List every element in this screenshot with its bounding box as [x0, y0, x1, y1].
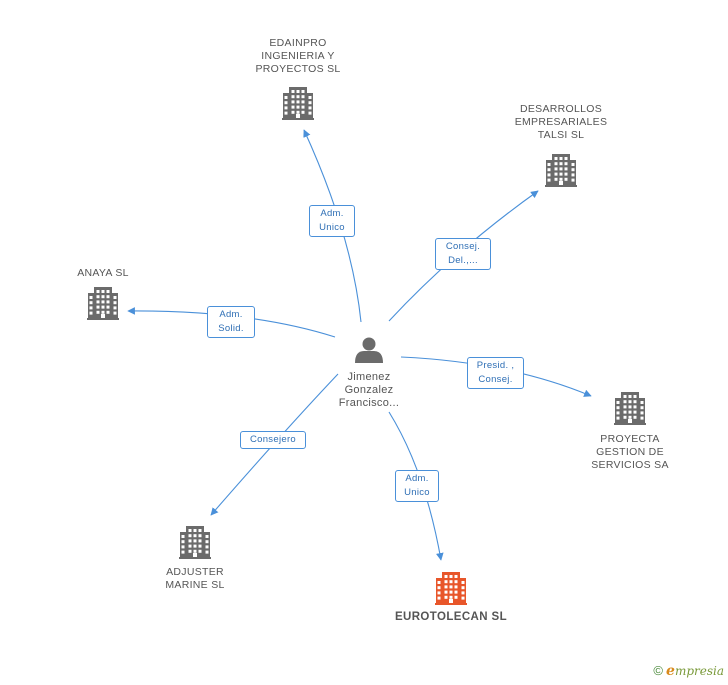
- company-label-line: EDAINPRO: [269, 37, 327, 49]
- relation-edges: [127, 129, 592, 561]
- footer-brand[interactable]: ©empresia: [653, 663, 724, 679]
- relation-label-proyecta[interactable]: Presid. , Consej.: [467, 357, 524, 389]
- company-label-line: SERVICIOS SA: [591, 459, 669, 471]
- company-label-line: ADJUSTER: [166, 566, 224, 578]
- relation-label-line: Unico: [319, 222, 345, 233]
- relation-label-eurotolecan[interactable]: Adm. Unico: [395, 470, 439, 502]
- building-icon-anaya[interactable]: [87, 287, 119, 320]
- relation-label-desarrollos[interactable]: Consej. Del.,...: [435, 238, 491, 270]
- brand-initial: e: [666, 663, 675, 679]
- company-label-line: DESARROLLOS: [519, 103, 603, 115]
- company-label-line: MARINE SL: [165, 579, 225, 591]
- building-icon-adjuster[interactable]: [179, 526, 211, 559]
- company-label-line: ANAYA SL: [77, 267, 129, 279]
- building-icon-proyecta[interactable]: [614, 392, 646, 425]
- relation-label-line: Adm.: [320, 208, 344, 219]
- company-label-line: EMPRESARIALES: [514, 116, 608, 128]
- company-label-line: TALSI SL: [537, 129, 585, 141]
- person-name-line-1: Jimenez: [347, 371, 391, 383]
- building-icon-desarrollos[interactable]: [545, 154, 577, 187]
- node-icons: [87, 87, 646, 605]
- relation-label-line: Adm.: [219, 309, 243, 320]
- company-label-anaya[interactable]: ANAYA SL: [63, 267, 143, 280]
- company-label-line: PROYECTA: [600, 433, 660, 445]
- building-icon-eurotolecan[interactable]: [435, 572, 467, 605]
- relation-label-adjuster[interactable]: Consejero: [240, 431, 306, 449]
- building-icon-edainpro[interactable]: [282, 87, 314, 120]
- company-label-eurotolecan[interactable]: EUROTOLECAN SL: [381, 611, 521, 624]
- person-name[interactable]: Jimenez Gonzalez Francisco...: [318, 371, 420, 410]
- relation-label-line: Solid.: [218, 323, 244, 334]
- company-label-line: PROYECTOS SL: [255, 63, 341, 75]
- person-name-line-2: Gonzalez: [344, 384, 394, 396]
- person-icon[interactable]: [355, 337, 383, 364]
- relation-label-line: Presid. ,: [476, 360, 515, 371]
- relation-label-anaya[interactable]: Adm. Solid.: [207, 306, 255, 338]
- brand-logo: empresia: [666, 663, 724, 679]
- relation-label-line: Adm.: [405, 473, 429, 484]
- copyright-symbol: ©: [653, 663, 664, 678]
- relation-label-line: Consejero: [249, 434, 296, 445]
- person-name-line-3: Francisco...: [338, 397, 400, 409]
- relation-label-edainpro[interactable]: Adm. Unico: [309, 205, 355, 237]
- relation-label-line: Consej.: [445, 241, 481, 252]
- relation-label-line: Del.,...: [448, 255, 478, 266]
- company-label-line: INGENIERIA Y: [261, 50, 335, 62]
- relation-label-line: Consej.: [478, 374, 513, 385]
- brand-name: mpresia: [674, 664, 724, 678]
- relation-label-line: Unico: [404, 487, 430, 498]
- company-label-line: GESTION DE: [596, 446, 664, 458]
- company-label-line: EUROTOLECAN SL: [394, 611, 508, 623]
